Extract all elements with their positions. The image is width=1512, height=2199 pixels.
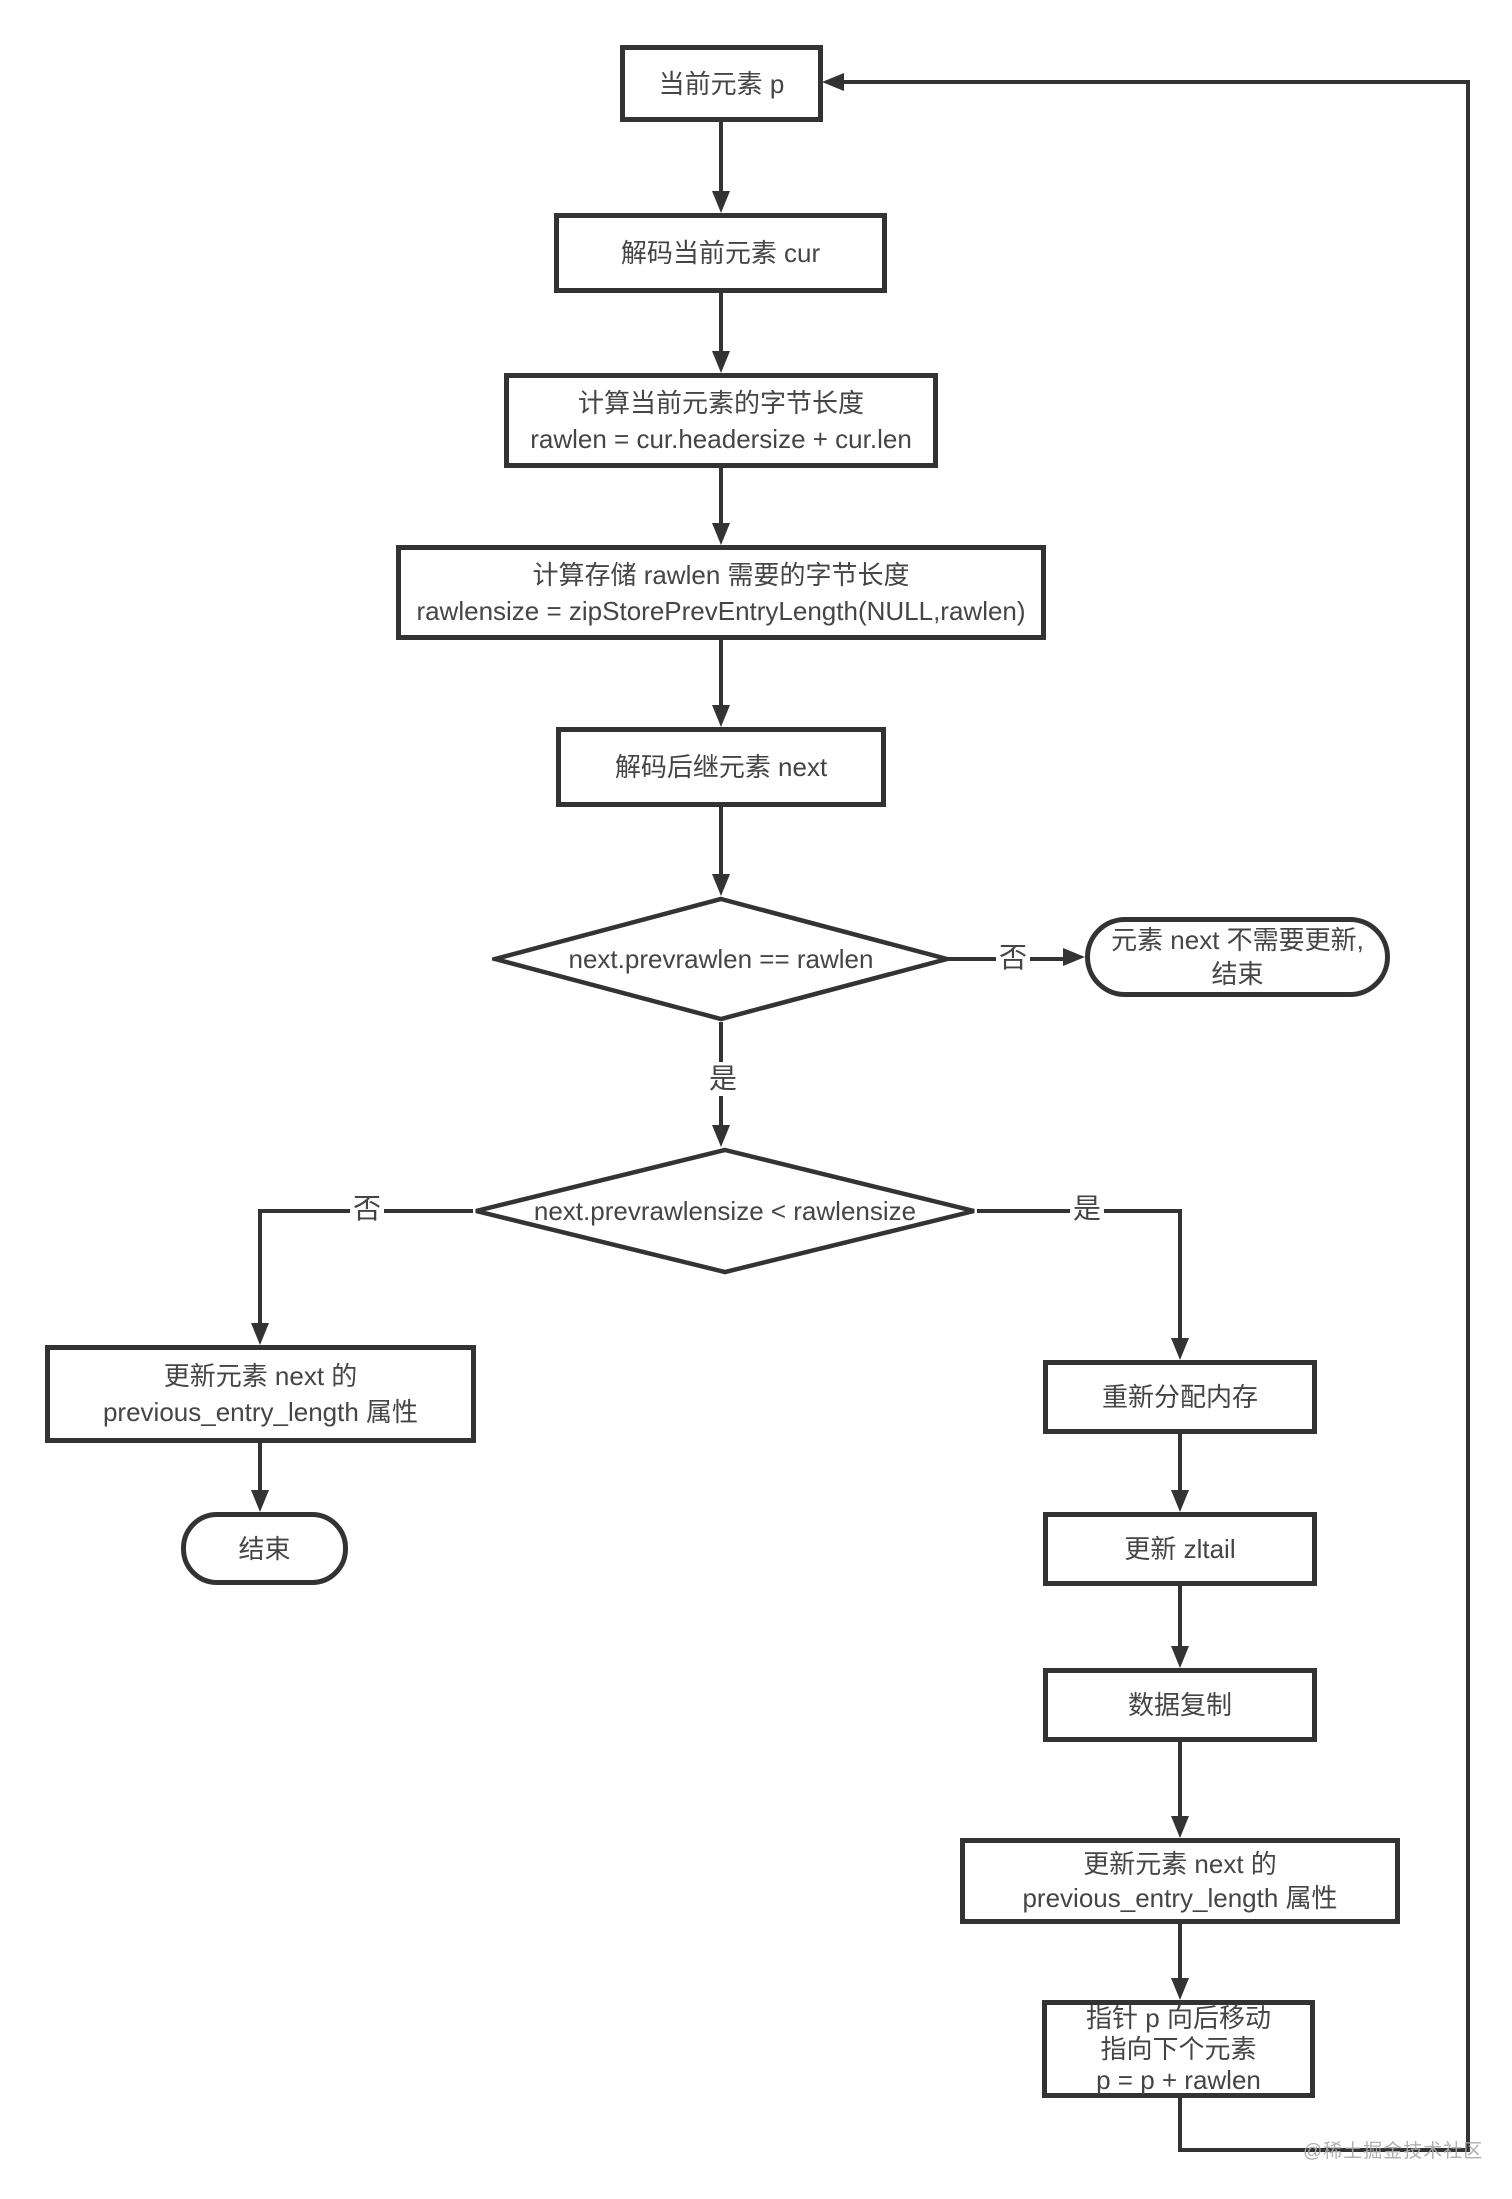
node-current-element-p: 当前元素 p <box>620 45 823 122</box>
arrowhead-down <box>251 1323 269 1345</box>
node-move-pointer: 指针 p 向后移动 指向下个元素 p = p + rawlen <box>1042 2000 1315 2098</box>
node-label-line2: 指向下个元素 <box>1100 2033 1257 2064</box>
node-label-line2: rawlensize = zipStorePrevEntryLength(NUL… <box>416 595 1026 626</box>
edge-left-to-end <box>258 1443 262 1490</box>
decision-prevrawlen-equal: next.prevrawlen == rawlen <box>492 896 950 1022</box>
node-label: 当前元素 p <box>658 68 785 99</box>
arrowhead-down <box>712 1125 730 1147</box>
node-data-copy: 数据复制 <box>1043 1668 1317 1742</box>
node-label-line2: previous_entry_length 属性 <box>102 1397 419 1427</box>
arrowhead-down <box>1171 1490 1189 1512</box>
edge-decode-to-calc <box>719 293 723 351</box>
edge-decodenext-to-decision1 <box>719 807 723 874</box>
decision-label: next.prevrawlensize < rawlensize <box>533 1195 917 1226</box>
arrowhead-down <box>1171 1646 1189 1668</box>
node-update-prev-entry-length-right: 更新元素 next 的 previous_entry_length 属性 <box>960 1838 1400 1924</box>
terminal-label-line2: 结束 <box>1211 959 1264 989</box>
edge-label-yes-1: 是 <box>706 1062 741 1096</box>
edge-loop-down <box>1178 2098 1182 2152</box>
decision-label: next.prevrawlen == rawlen <box>568 943 874 974</box>
terminal-label: 结束 <box>238 1533 291 1564</box>
edge-p-to-decode <box>719 122 723 191</box>
terminal-end-left: 结束 <box>181 1512 348 1585</box>
arrowhead-down <box>251 1490 269 1512</box>
edge-label-yes-2: 是 <box>1070 1192 1105 1226</box>
edge-decision2-yes-v <box>1178 1209 1182 1338</box>
arrowhead-down <box>1171 1978 1189 2000</box>
node-label-line1: 更新元素 next 的 <box>163 1361 358 1391</box>
node-label: 更新 zltail <box>1124 1534 1236 1564</box>
node-label-line1: 指针 p 向后移动 <box>1086 2002 1271 2033</box>
edge-label-no-2: 否 <box>350 1192 385 1226</box>
edge-datacopy-to-update <box>1178 1742 1182 1816</box>
node-decode-current-cur: 解码当前元素 cur <box>554 213 887 293</box>
node-label-line1: 更新元素 next 的 <box>1083 1849 1277 1879</box>
node-update-prev-entry-length-left: 更新元素 next 的 previous_entry_length 属性 <box>45 1345 476 1443</box>
node-label: 解码后继元素 next <box>614 752 828 782</box>
watermark-text: @稀土掘金技术社区 <box>1303 2141 1484 2162</box>
diamond-shape <box>475 1147 975 1275</box>
edge-rawlensize-to-decodenext <box>719 640 723 705</box>
edge-decision2-no-v <box>258 1209 262 1323</box>
node-label-line2: previous_entry_length 属性 <box>1022 1883 1338 1913</box>
node-calc-rawlen: 计算当前元素的字节长度 rawlen = cur.headersize + cu… <box>504 373 938 468</box>
arrowhead-right <box>1063 948 1085 966</box>
edge-zltail-to-datacopy <box>1178 1586 1182 1646</box>
edge-loop-top <box>844 80 1470 84</box>
edge-label-no-1: 否 <box>996 941 1031 975</box>
node-realloc-memory: 重新分配内存 <box>1043 1360 1317 1434</box>
arrowhead-left <box>822 73 844 91</box>
arrowhead-down <box>712 874 730 896</box>
arrowhead-down <box>712 705 730 727</box>
node-label: 解码当前元素 cur <box>620 238 821 268</box>
terminal-no-update-end: 元素 next 不需要更新, 结束 <box>1085 917 1390 997</box>
arrowhead-down <box>712 351 730 373</box>
edge-loop-right <box>1466 80 1470 2152</box>
edge-calc-to-rawlensize <box>719 468 723 523</box>
node-update-zltail: 更新 zltail <box>1043 1512 1317 1586</box>
edge-realloc-to-zltail <box>1178 1434 1182 1490</box>
node-label-line2: rawlen = cur.headersize + cur.len <box>530 423 912 454</box>
arrowhead-down <box>1171 1338 1189 1360</box>
arrowhead-down <box>712 523 730 545</box>
node-label-line1: 计算存储 rawlen 需要的字节长度 <box>532 559 910 590</box>
diamond-shape <box>492 896 950 1022</box>
node-calc-rawlensize: 计算存储 rawlen 需要的字节长度 rawlensize = zipStor… <box>396 545 1046 640</box>
node-label: 数据复制 <box>1127 1690 1232 1720</box>
arrowhead-down <box>1171 1816 1189 1838</box>
node-label: 重新分配内存 <box>1101 1382 1258 1412</box>
decision-prevrawlensize-less: next.prevrawlensize < rawlensize <box>473 1147 977 1275</box>
node-decode-next: 解码后继元素 next <box>556 727 886 807</box>
edge-update-to-pointer <box>1178 1924 1182 1978</box>
edge-loop-bottom <box>1178 2148 1470 2152</box>
terminal-label-line1: 元素 next 不需要更新, <box>1111 925 1364 955</box>
node-label-line3: p = p + rawlen <box>1096 2064 1261 2095</box>
arrowhead-down <box>712 191 730 213</box>
node-label-line1: 计算当前元素的字节长度 <box>577 387 864 418</box>
